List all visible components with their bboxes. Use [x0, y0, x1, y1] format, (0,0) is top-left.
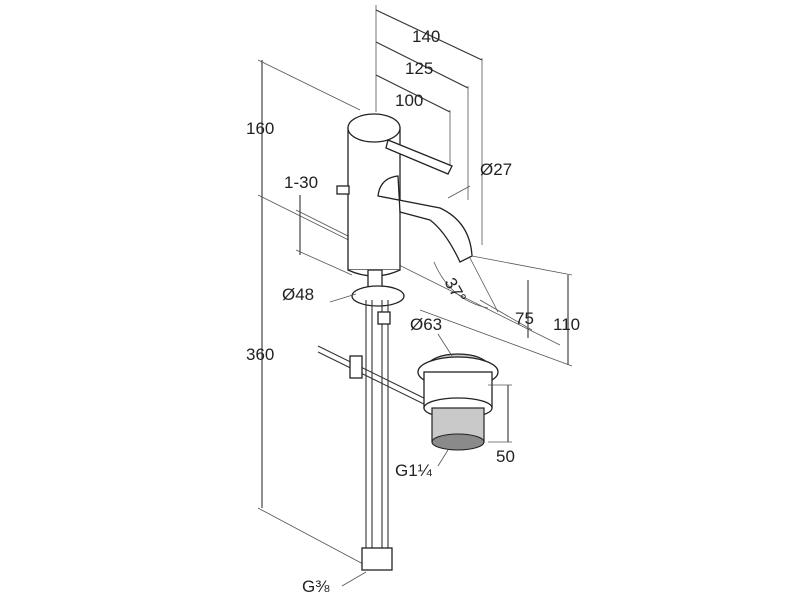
popup-linkage	[317, 345, 433, 409]
hose-end-fitting	[361, 547, 393, 571]
mounting-assembly: Ø48	[282, 269, 405, 307]
label-waste-thread: G1¼	[395, 461, 433, 480]
spout	[377, 175, 473, 263]
lever-handle	[385, 139, 453, 175]
label-waste-diameter: Ø63	[410, 315, 442, 334]
extension-110	[419, 309, 573, 367]
label-supply-thread: G⅜	[302, 577, 330, 596]
label-100: 100	[395, 91, 423, 110]
hose-fitting	[377, 311, 391, 325]
right-height-dimensions: 75 110	[419, 255, 580, 367]
linkage-rod-bottom	[317, 351, 433, 409]
linkage-clip	[349, 355, 363, 379]
leader-spout	[447, 185, 471, 199]
extension-range-top	[295, 209, 353, 239]
label-160: 160	[246, 119, 274, 138]
leader-waste-diameter	[437, 333, 453, 357]
label-range: 1-30	[284, 173, 318, 192]
label-75: 75	[515, 309, 534, 328]
extension-75	[479, 299, 533, 331]
label-angle: 37°	[441, 275, 470, 307]
left-height-dimensions: 160 360	[246, 59, 561, 566]
angle-arc	[433, 261, 489, 309]
dim-line-125	[375, 41, 469, 89]
dim-line-140	[375, 9, 483, 61]
waste-outlet	[431, 433, 485, 451]
label-125: 125	[405, 59, 433, 78]
label-body-diameter: Ø48	[282, 285, 314, 304]
mounting-washer	[351, 285, 405, 307]
faucet-top	[347, 113, 401, 143]
range-dimension: 1-30	[284, 173, 353, 276]
extension-range-bottom	[295, 249, 353, 276]
angle-line	[469, 257, 499, 313]
top-width-dimensions: 140 125 100	[375, 5, 483, 245]
supply-hoses: G⅜	[302, 300, 393, 596]
label-360: 360	[246, 345, 274, 364]
waste-fitting: Ø63 50 G1¼	[395, 315, 515, 480]
leader-body-diameter	[329, 293, 357, 303]
label-110: 110	[553, 315, 580, 334]
extension-outlet	[471, 255, 573, 276]
linkage-rod-top	[317, 345, 433, 403]
extension-360-bottom	[257, 507, 366, 566]
label-140: 140	[412, 27, 440, 46]
leader-waste-thread	[437, 449, 449, 467]
faucet-body: Ø27	[336, 113, 512, 277]
angle-indicator: 37°	[433, 257, 499, 313]
extension-360-top	[257, 194, 561, 346]
dim-line-100	[375, 74, 451, 113]
popup-rod-knob	[336, 185, 350, 195]
label-waste-height: 50	[496, 447, 515, 466]
extension-160-top	[257, 59, 361, 111]
leader-supply-thread	[341, 571, 367, 587]
label-spout-diameter: Ø27	[480, 160, 512, 179]
